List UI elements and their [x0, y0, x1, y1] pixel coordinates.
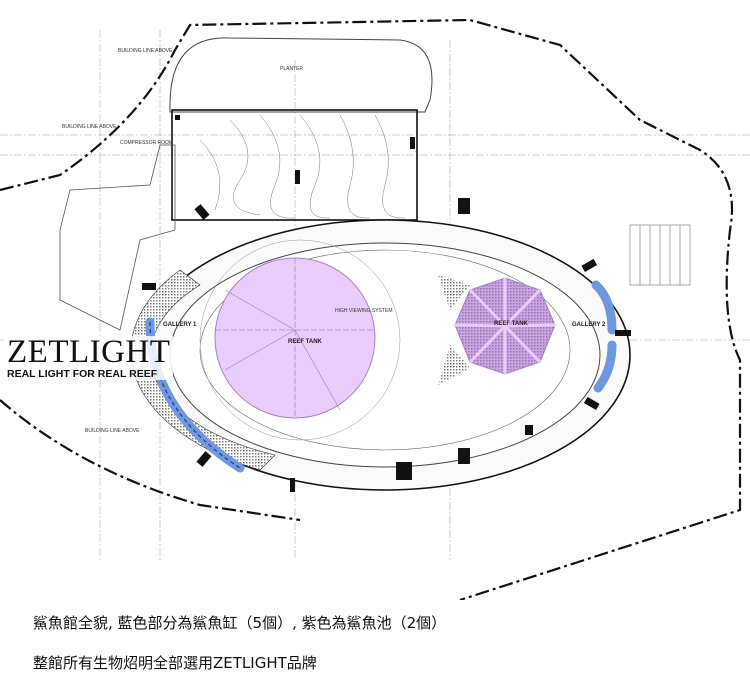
logo-wordmark: ZETLIGHT: [7, 334, 171, 370]
zetlight-logo: ZETLIGHT REAL LIGHT FOR REAL REEF: [4, 334, 174, 380]
floor-plan-drawing: BUILDING LINE ABOVE BUILDING LINE ABOVE …: [0, 18, 750, 600]
label-gallery-2: GALLERY 2: [572, 322, 606, 328]
shark-tank-gallery-2a: [591, 280, 617, 335]
property-boundary: [0, 18, 742, 600]
rock-garden: [171, 109, 418, 221]
planter-outline: [169, 37, 433, 113]
columns: [142, 115, 631, 492]
label-reef-tank-right: REEF TANK: [494, 321, 529, 327]
annex-building: [59, 144, 176, 331]
shark-tank-gallery-2b: [593, 340, 617, 393]
label-gallery-1: GALLERY 1: [163, 322, 197, 328]
label-building-line-above: BUILDING LINE ABOVE: [118, 48, 173, 54]
logo-tagline: REAL LIGHT FOR REAL REEF: [7, 368, 158, 380]
caption-line-2: 整館所有生物炤明全部選用ZETLIGHT品牌: [33, 654, 317, 672]
label-building-line-above: BUILDING LINE ABOVE: [62, 124, 117, 130]
label-high-viewing: HIGH VIEWING SYSTEM: [335, 308, 393, 314]
label-planter: PLANTER: [280, 66, 303, 72]
caption-line-1: 鯊魚館全貌, 藍色部分為鯊魚缸（5個）, 紫色為鯊魚池（2個）: [33, 614, 447, 632]
stairs: [629, 224, 691, 286]
tank-walkway: [199, 249, 571, 451]
label-reef-tank-left: REEF TANK: [288, 339, 323, 345]
label-compressor-room: COMPRESSOR ROOM: [120, 140, 173, 146]
label-building-line-above: BUILDING LINE ABOVE: [85, 428, 140, 434]
